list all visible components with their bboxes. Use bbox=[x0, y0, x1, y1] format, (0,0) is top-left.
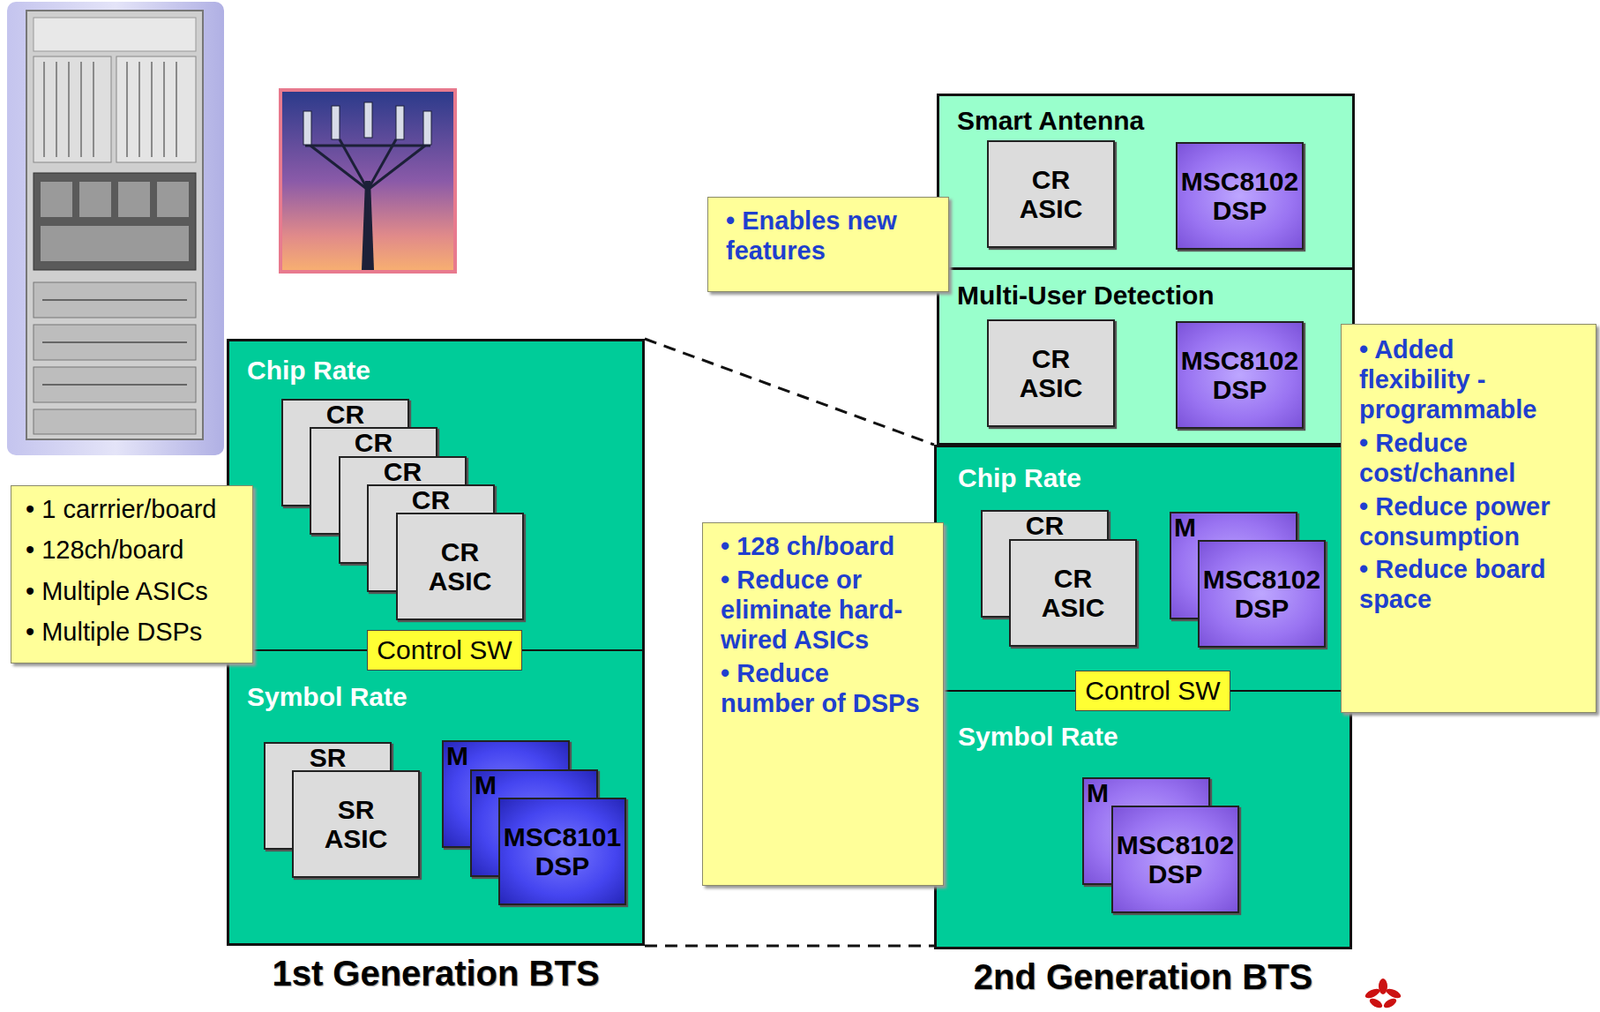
callout-item: • Reduce number of DSPs bbox=[720, 658, 928, 719]
chip-box: MSC8102 DSP bbox=[1175, 321, 1304, 429]
chip-label: CR ASIC bbox=[428, 537, 493, 596]
chip-box: CR ASIC bbox=[1009, 538, 1137, 647]
chip-label: MSC8102 DSP bbox=[1203, 564, 1321, 623]
chip-label: CR bbox=[383, 458, 422, 486]
company-logo bbox=[1363, 978, 1403, 1010]
rack-photo bbox=[7, 1, 225, 456]
bts-board: Chip RateSymbol Rate1st Generation BTSCR… bbox=[226, 338, 645, 946]
control-sw-box: Control SW bbox=[1075, 670, 1231, 711]
chip-box: CR ASIC bbox=[986, 140, 1115, 248]
chip-label: CR bbox=[1025, 512, 1064, 540]
chip-label: M bbox=[1173, 514, 1197, 542]
control-label: Control SW bbox=[376, 635, 512, 666]
chip-label: MSC8101 DSP bbox=[503, 822, 621, 881]
chip-box: MSC8102 DSP bbox=[1197, 539, 1326, 648]
chip-label: SR bbox=[309, 744, 347, 772]
callout-item: • Enables new features bbox=[725, 206, 933, 267]
section-label: Chip Rate bbox=[246, 355, 371, 387]
section-label: Symbol Rate bbox=[246, 681, 408, 713]
callout-item: • Multiple DSPs bbox=[25, 611, 242, 652]
callout-item: • Reduce cost/channel bbox=[1359, 428, 1570, 489]
callout-item: • Multiple ASICs bbox=[25, 570, 242, 612]
chip-label: CR bbox=[354, 429, 393, 457]
chip-label: SR ASIC bbox=[324, 794, 389, 853]
tower-photo bbox=[280, 89, 456, 272]
callout-note: • Enables new features bbox=[707, 196, 950, 292]
chip-label: MSC8102 DSP bbox=[1116, 829, 1234, 889]
chip-label: CR ASIC bbox=[1041, 563, 1106, 622]
chip-label: M bbox=[1086, 779, 1109, 808]
chip-label: CR bbox=[411, 486, 450, 515]
chip-box: MSC8102 DSP bbox=[1175, 142, 1304, 250]
chip-label: M bbox=[446, 742, 469, 771]
callout-item: • 1 carrrier/board bbox=[25, 488, 242, 530]
callout-note: • 128 ch/board• Reduce or eliminate hard… bbox=[702, 522, 944, 886]
block-label: Multi-User Detection bbox=[957, 280, 1215, 312]
chip-label: CR bbox=[326, 401, 365, 429]
callout-item: • 128ch/board bbox=[25, 529, 242, 570]
chip-box: MSC8101 DSP bbox=[498, 797, 627, 905]
chip-box: CR ASIC bbox=[986, 319, 1115, 427]
control-sw-box: Control SW bbox=[366, 629, 523, 671]
zoom-line bbox=[644, 944, 935, 948]
callout-item: • Reduce power consumption bbox=[1359, 492, 1570, 553]
block-label: Smart Antenna bbox=[957, 105, 1144, 137]
chip-label: CR ASIC bbox=[1019, 343, 1084, 403]
callout-item: • Added flexibility - programmable bbox=[1359, 335, 1570, 426]
chip-label: MSC8102 DSP bbox=[1181, 166, 1299, 225]
callout-note: • 1 carrrier/board• 128ch/board• Multipl… bbox=[10, 485, 254, 664]
generation-caption: 2nd Generation BTS bbox=[973, 958, 1314, 995]
section-label: Chip Rate bbox=[957, 463, 1082, 494]
chip-box: CR ASIC bbox=[396, 512, 524, 621]
callout-item: • 128 ch/board bbox=[720, 531, 928, 562]
callout-note: • Added flexibility - programmable• Redu… bbox=[1340, 323, 1597, 713]
control-label: Control SW bbox=[1084, 675, 1220, 706]
chip-box: SR ASIC bbox=[291, 770, 420, 878]
function-block: Smart Antenna CR ASIC MSC8102 DSP bbox=[936, 93, 1355, 270]
generation-caption: 1st Generation BTS bbox=[271, 955, 599, 991]
chip-label: CR ASIC bbox=[1019, 164, 1084, 224]
function-block: Multi-User Detection CR ASIC MSC8102 DSP bbox=[936, 267, 1355, 446]
section-label: Symbol Rate bbox=[957, 721, 1119, 753]
chip-box: MSC8102 DSP bbox=[1111, 805, 1240, 913]
zoom-line bbox=[644, 338, 935, 445]
bts-board: Chip RateSymbol Rate2nd Generation BTSCR… bbox=[934, 444, 1353, 950]
chip-label: MSC8102 DSP bbox=[1181, 345, 1299, 404]
callout-item: • Reduce or eliminate hard-wired ASICs bbox=[720, 565, 928, 656]
callout-item: • Reduce board space bbox=[1359, 554, 1570, 615]
chip-label: M bbox=[474, 771, 497, 800]
